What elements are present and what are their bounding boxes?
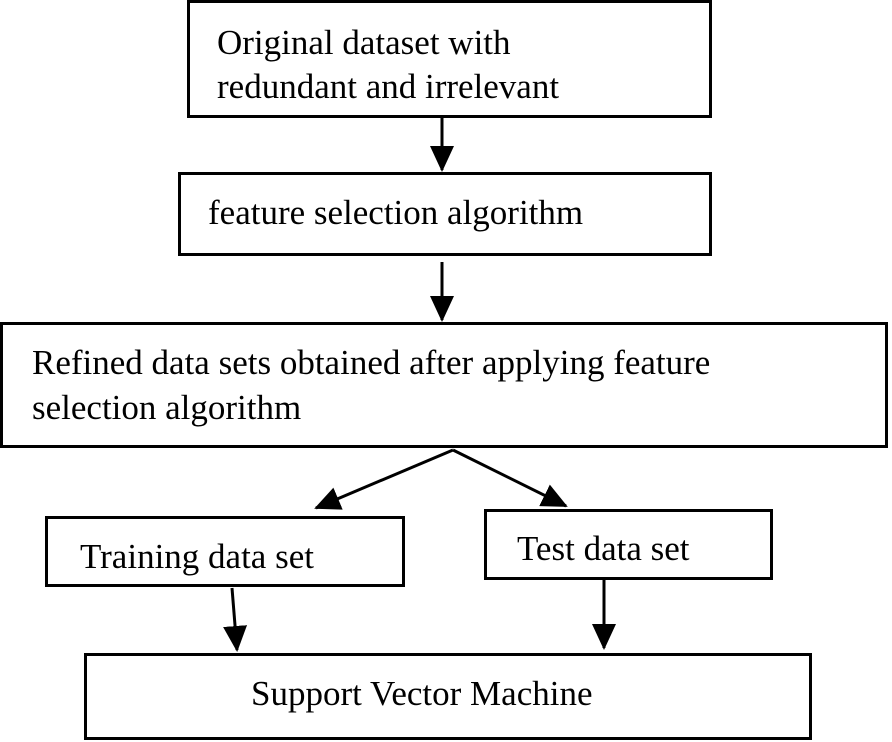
training-dataset-label: Training data set <box>80 537 314 576</box>
refined-datasets-box <box>0 322 888 448</box>
original-dataset-label-line1: Original dataset with <box>217 23 511 62</box>
original-dataset-box <box>187 0 712 118</box>
feature-selection-box <box>178 172 712 256</box>
original-dataset-label-line2: redundant and irrelevant <box>217 67 560 106</box>
arrow-refined-to-training <box>314 448 454 510</box>
arrow-refined-to-test <box>452 448 568 508</box>
training-dataset-box <box>45 516 405 587</box>
feature-selection-label: feature selection algorithm <box>208 193 584 232</box>
test-dataset-box <box>484 509 773 580</box>
refined-datasets-label-line2: selection algorithm <box>32 388 302 427</box>
test-dataset-label: Test data set <box>517 529 690 568</box>
svm-box <box>84 653 812 740</box>
arrow-training-to-svm <box>223 587 248 652</box>
svm-label: Support Vector Machine <box>251 674 593 713</box>
refined-datasets-label-line1: Refined data sets obtained after applyin… <box>32 343 711 382</box>
